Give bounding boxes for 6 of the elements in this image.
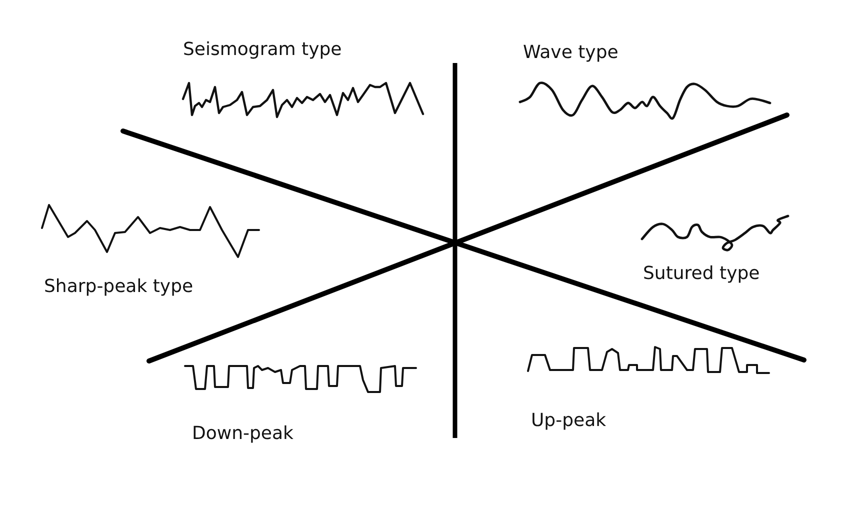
type-label: Up-peak <box>531 410 606 432</box>
type-label: Wave type <box>523 42 618 64</box>
type-label: Sutured type <box>643 263 760 285</box>
type-label: Down-peak <box>192 423 294 445</box>
type-label: Seismogram type <box>183 39 342 61</box>
type-label: Sharp-peak type <box>44 276 194 298</box>
